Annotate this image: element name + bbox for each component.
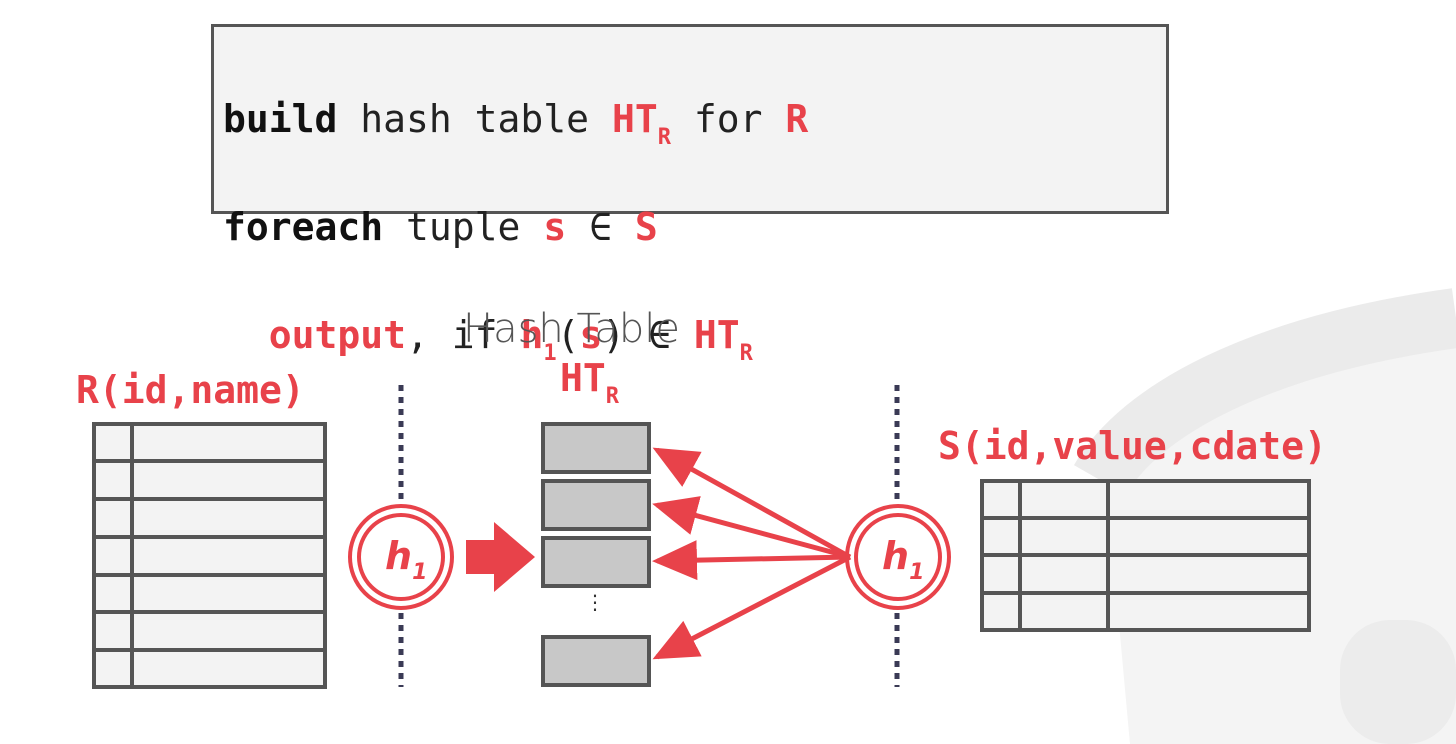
build-arrow <box>466 522 535 592</box>
table-r-frame <box>92 422 327 689</box>
hash-table-buckets <box>541 422 651 687</box>
keyword-build: build <box>223 97 338 141</box>
watermark-arc <box>1073 288 1456 496</box>
bucket <box>541 422 651 474</box>
bucket-ellipsis: ⋮ <box>585 592 605 622</box>
hash-function-right <box>845 504 951 610</box>
probe-arrow <box>652 540 851 581</box>
probe-arrows <box>652 447 852 660</box>
code-line-output: output, if h1(s) ∈ HTR <box>268 313 753 366</box>
keyword-foreach: foreach <box>223 205 384 249</box>
hash-table-caption: Hash Table <box>463 306 680 352</box>
left-table-label: R(id,name) <box>76 368 305 412</box>
table-r <box>92 422 327 689</box>
bucket <box>541 479 651 531</box>
right-table-label: S(id,value,cdate) <box>938 424 1327 468</box>
hash-fn-label-right: h1 <box>882 534 925 585</box>
hash-function-left <box>348 504 454 610</box>
code-line-foreach: foreach tuple s ∈ S <box>223 205 658 249</box>
watermark-blob <box>1340 620 1456 744</box>
probe-arrow <box>652 554 852 660</box>
ht-ref: HTR <box>611 97 671 150</box>
bucket <box>541 536 651 588</box>
hash-fn-label-left: h1 <box>385 534 428 585</box>
bucket <box>541 635 651 687</box>
code-line-build: build hash table HTR for R <box>223 97 809 150</box>
keyword-output: output <box>268 313 407 357</box>
pseudocode-box: build hash table HTR for R foreach tuple… <box>211 24 1169 366</box>
probe-arrow <box>652 447 852 560</box>
hash-table-name: HTR <box>560 356 620 409</box>
table-s <box>980 479 1311 632</box>
probe-arrow <box>652 496 851 560</box>
relation-r-ref: R <box>785 97 809 141</box>
